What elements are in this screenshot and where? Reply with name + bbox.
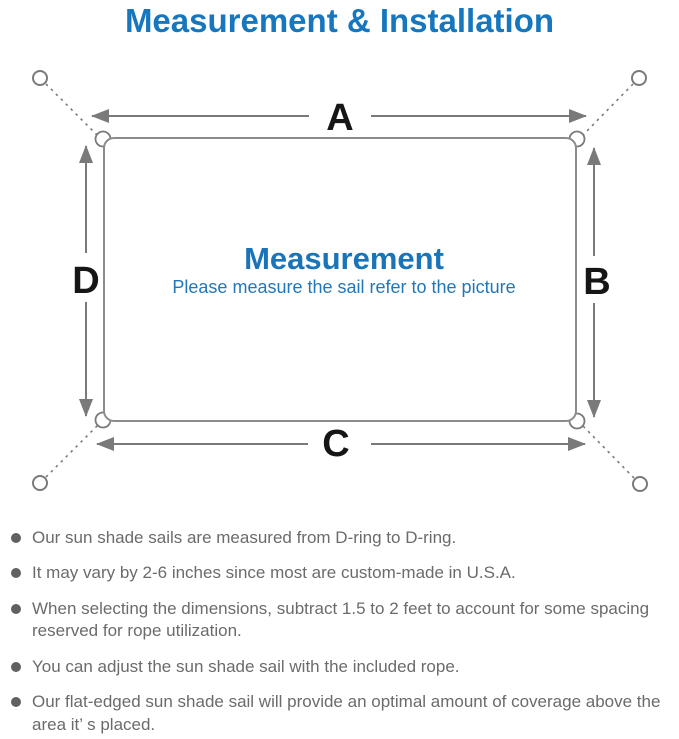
- list-item-text: Our flat-edged sun shade sail will provi…: [32, 692, 661, 734]
- dimension-label-a: A: [326, 97, 353, 139]
- bullet-dot-icon: [11, 568, 21, 579]
- list-item-text: It may vary by 2-6 inches since most are…: [32, 563, 516, 583]
- list-item-text: When selecting the dimensions, subtract …: [32, 598, 650, 641]
- list-item: You can adjust the sun shade sail with t…: [10, 656, 665, 678]
- list-item-text: You can adjust the sun shade sail with t…: [32, 656, 460, 676]
- rope-bottom-left-line: [45, 423, 100, 478]
- rope-top-right-line: [580, 83, 634, 138]
- dimension-label-c: C: [322, 423, 349, 465]
- rope-bottom-right-line: [581, 424, 635, 479]
- anchor-ring-top-right-icon: [631, 70, 647, 86]
- page-title: Measurement & Installation: [124, 2, 555, 39]
- sail-measurement-diagram: A B C D Measurement Please measure the s…: [32, 70, 648, 492]
- diagram-center-title: Measurement: [244, 241, 444, 276]
- list-item: Our sun shade sails are measured from D-…: [10, 527, 665, 549]
- anchor-ring-top-left-icon: [32, 70, 48, 86]
- list-item: When selecting the dimensions, subtract …: [10, 598, 665, 643]
- bullet-dot-icon: [11, 533, 21, 543]
- bullet-dot-icon: [11, 697, 21, 708]
- dimension-label-b: B: [583, 261, 610, 303]
- list-item-text: Our sun shade sails are measured from D-…: [32, 528, 457, 547]
- list-item: It may vary by 2-6 inches since most are…: [10, 562, 665, 584]
- sail-rectangle: [103, 137, 577, 422]
- anchor-ring-bottom-left-icon: [32, 475, 48, 491]
- bullet-dot-icon: [11, 661, 21, 672]
- instruction-list: Our sun shade sails are measured from D-…: [10, 527, 665, 739]
- rope-top-left-line: [45, 83, 100, 138]
- bullet-dot-icon: [11, 603, 21, 614]
- dimension-label-d: D: [72, 260, 99, 302]
- list-item: Our flat-edged sun shade sail will provi…: [10, 691, 665, 736]
- diagram-center-subtitle: Please measure the sail refer to the pic…: [172, 277, 515, 297]
- anchor-ring-bottom-right-icon: [632, 476, 648, 492]
